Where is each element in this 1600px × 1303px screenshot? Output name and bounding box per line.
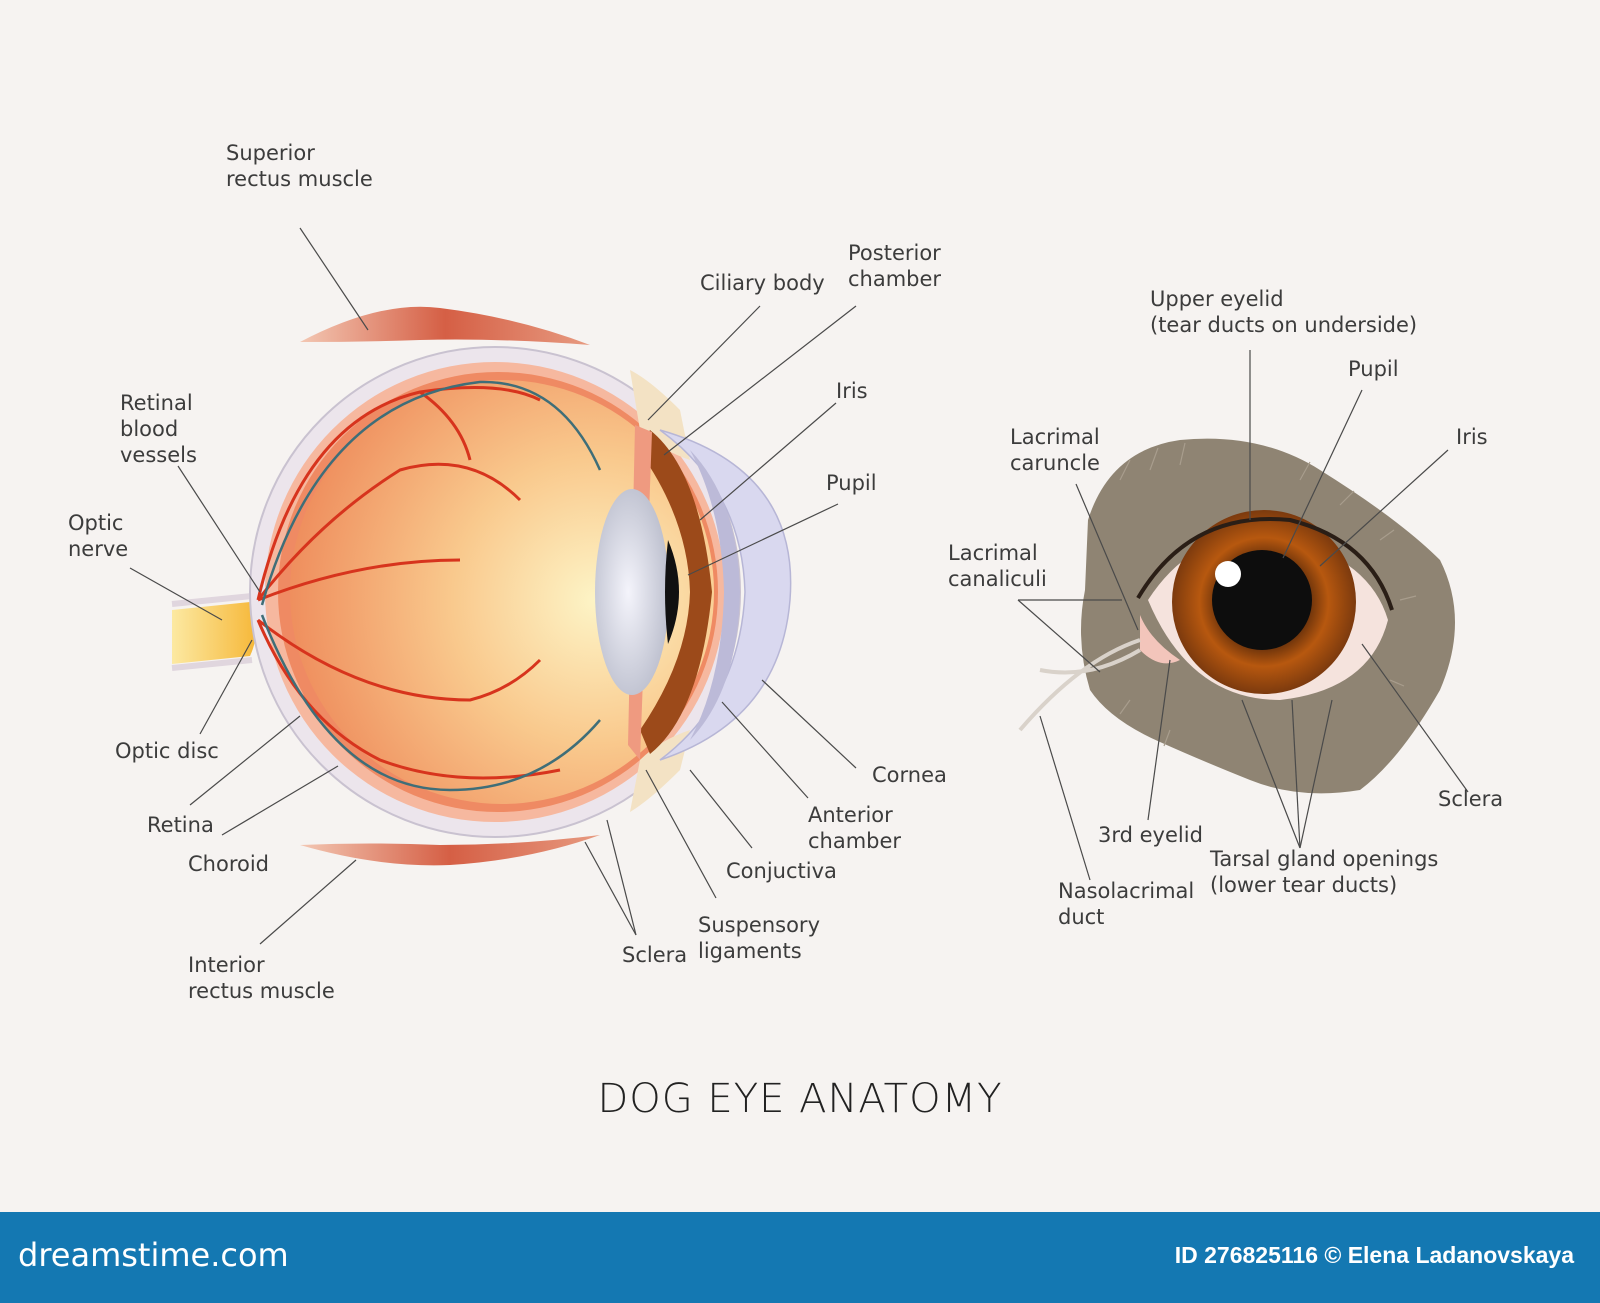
label-third-eyelid: 3rd eyelid: [1098, 823, 1203, 847]
optic-nerve-shape: [172, 602, 256, 664]
label-iris: Iris: [836, 379, 868, 403]
upper-eyelid-shape: [1136, 517, 1394, 611]
brand-logo[interactable]: dreamstime.com: [18, 1236, 289, 1274]
iris-shape: [640, 430, 712, 754]
superior-rectus-muscle: [300, 306, 590, 345]
label-upper-eyelid: Upper eyelid(tear ducts on underside): [1150, 287, 1417, 337]
label-retina: Retina: [147, 813, 214, 837]
cross-section-eye: [171, 306, 792, 866]
retinal-blood-vessels: [256, 386, 561, 780]
eye-highlight: [1215, 561, 1241, 587]
anterior-chamber-shape: [690, 450, 740, 740]
diagram-title: DOG EYE ANATOMY: [597, 1076, 1002, 1122]
label-sclera-cross: Sclera: [622, 943, 687, 967]
external-labels: Upper eyelid(tear ducts on underside) Pu…: [948, 287, 1503, 929]
pupil-shape: [665, 540, 679, 644]
fur-strokes: [1119, 442, 1417, 747]
label-optic-disc: Optic disc: [115, 739, 219, 763]
retinal-veins: [260, 380, 602, 792]
external-eye: [1018, 438, 1455, 794]
inferior-rectus-muscle: [300, 835, 600, 866]
lens-shape: [595, 489, 669, 695]
label-choroid: Choroid: [188, 852, 269, 876]
label-sclera-ext: Sclera: [1438, 787, 1503, 811]
label-cornea: Cornea: [872, 763, 947, 787]
external-leader-lines: [1017, 350, 1469, 881]
label-conjunctiva: Conjuctiva: [726, 859, 837, 883]
cornea-shape: [659, 429, 792, 761]
label-pupil-ext: Pupil: [1348, 357, 1399, 381]
cross-section-leader-lines: [129, 227, 857, 945]
optic-nerve-sheath-lower: [171, 657, 253, 671]
label-pupil: Pupil: [826, 471, 877, 495]
image-credit: ID 276825116 © Elena Ladanovskaya: [1174, 1242, 1574, 1268]
optic-nerve-sheath: [171, 593, 253, 607]
label-iris-ext: Iris: [1456, 425, 1488, 449]
canaliculi-shape: [1018, 638, 1142, 732]
third-eyelid-shape: [1140, 615, 1180, 664]
footer-bar: dreamstime.com ID 276825116 © Elena Lada…: [0, 1212, 1600, 1303]
label-tarsal-gland: Tarsal gland openings(lower tear ducts): [1209, 847, 1438, 897]
label-ciliary-body: Ciliary body: [700, 271, 825, 295]
vitreous-body: [290, 380, 714, 804]
